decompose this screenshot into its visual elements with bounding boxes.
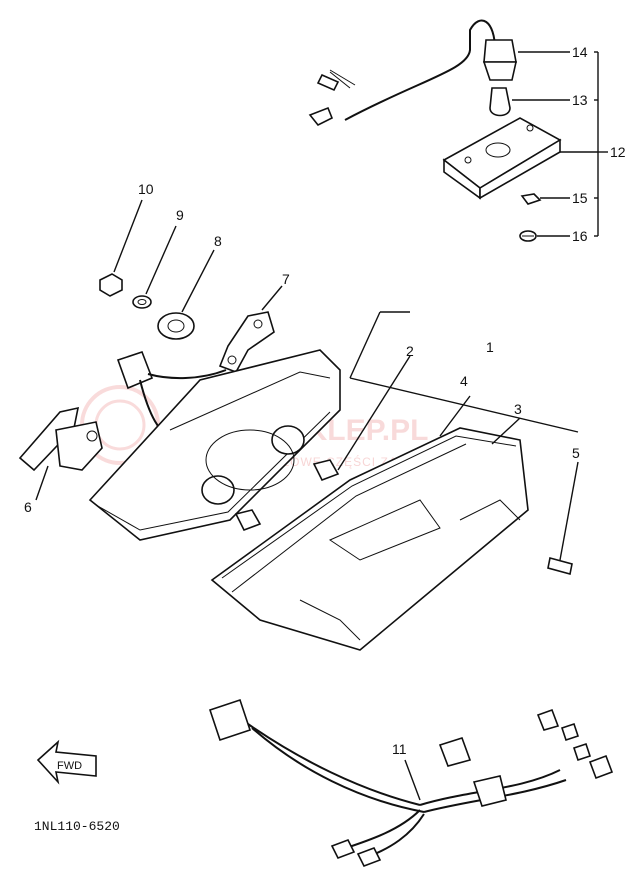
- callout-15: 15: [572, 190, 588, 206]
- callout-8: 8: [214, 233, 222, 249]
- callout-9: 9: [176, 207, 184, 223]
- callout-16: 16: [572, 228, 588, 244]
- small-hardware: [99, 199, 283, 373]
- callout-11: 11: [392, 741, 407, 757]
- callout-4: 4: [460, 373, 468, 389]
- callout-12: 12: [610, 144, 626, 160]
- callout-1: 1: [486, 339, 494, 355]
- callout-10: 10: [138, 181, 154, 197]
- license-light-assembly: [308, 19, 608, 242]
- fwd-arrow: FWD: [36, 739, 97, 785]
- callout-7: 7: [282, 271, 290, 287]
- wire-harness: [208, 698, 614, 868]
- callout-5: 5: [572, 445, 580, 461]
- callout-6: 6: [24, 499, 32, 515]
- callout-3: 3: [514, 401, 522, 417]
- callout-14: 14: [572, 44, 588, 60]
- diagram-code: 1NL110-6520: [34, 819, 120, 834]
- callout-13: 13: [572, 92, 588, 108]
- tail-light-housing: [18, 349, 411, 541]
- tail-light-lens: [210, 311, 579, 651]
- fwd-label: FWD: [57, 760, 82, 772]
- callout-2: 2: [406, 343, 414, 359]
